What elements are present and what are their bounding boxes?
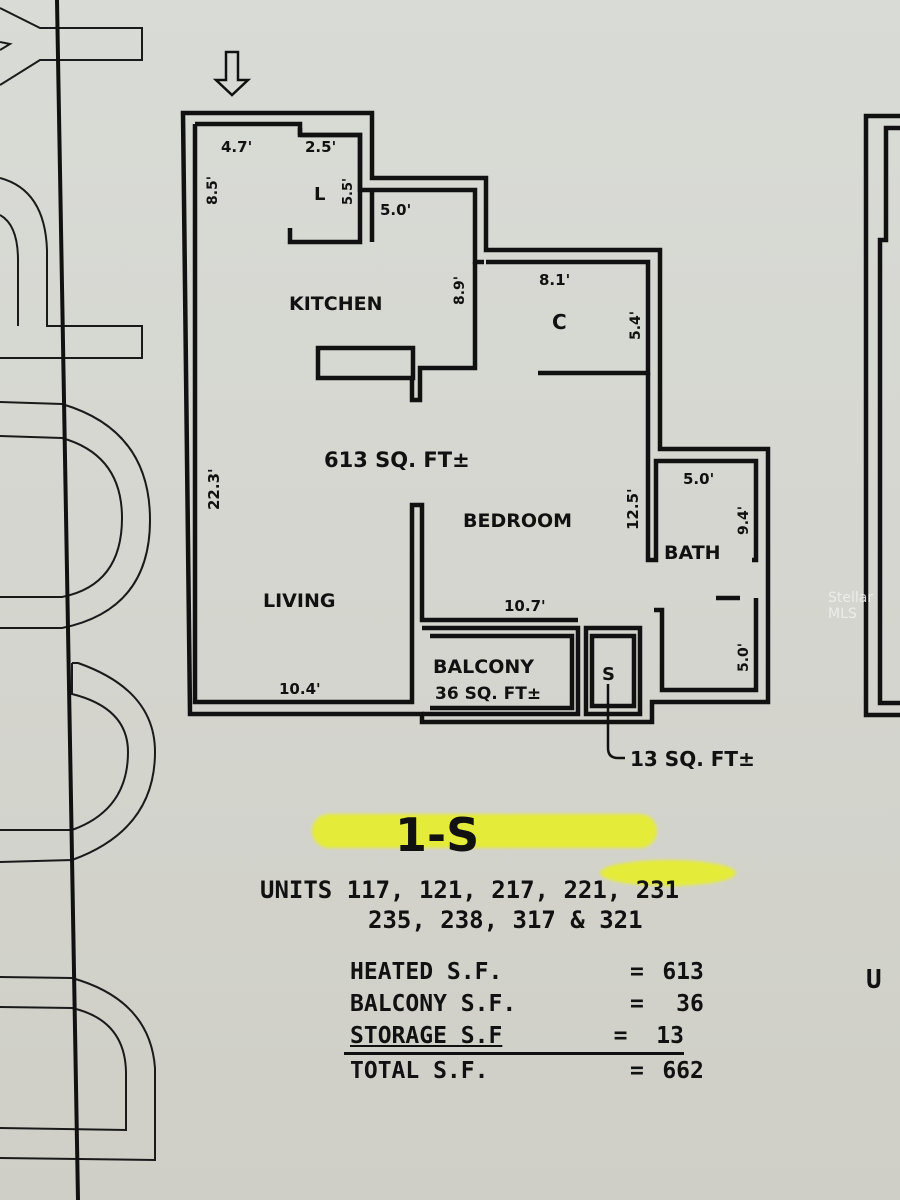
units-line-2: 235, 238, 317 & 321 — [368, 906, 643, 934]
dim-bath-depth: 9.4' — [736, 506, 752, 535]
property-line — [55, 0, 80, 1200]
living-label: LIVING — [263, 590, 335, 612]
sf-row-heated: HEATED S.F. = 613 — [350, 959, 704, 985]
kitchen-label: KITCHEN — [289, 293, 382, 315]
unit-type-title: 1-S — [395, 808, 480, 862]
storage-area-label: 13 SQ. FT± — [630, 747, 755, 771]
units-label: UNITS — [260, 876, 333, 904]
dim-entry-width: 4.7' — [221, 138, 252, 156]
storage-leader-line — [606, 684, 625, 760]
units-line-1: 117, 121, 217, 221, 231 — [346, 876, 680, 904]
sf-row-storage: STORAGE S.F = 13 — [344, 1020, 684, 1055]
dim-closet-width: 8.1' — [539, 271, 570, 289]
dim-bath-width: 5.0' — [683, 470, 714, 488]
balcony-label: BALCONY — [433, 656, 534, 678]
dim-closet-depth: 5.4' — [628, 311, 644, 340]
dim-living-depth: 22.3' — [205, 468, 223, 510]
site-plan-linework — [0, 7, 157, 1162]
unit-walls — [180, 110, 771, 725]
dim-kitchen-width: 5.0' — [380, 201, 411, 219]
watermark: Stellar MLS — [828, 590, 874, 622]
square-footage-table: HEATED S.F. = 613 BALCONY S.F. = 36 STOR… — [344, 956, 704, 1087]
total-area-label: 613 SQ. FT± — [324, 448, 470, 472]
bath-label: BATH — [664, 542, 721, 564]
dim-living-width: 10.4' — [279, 680, 321, 698]
dim-entry-depth: 8.5' — [205, 176, 221, 205]
dim-vanity-depth: 5.0' — [736, 643, 752, 672]
laundry-label: L — [314, 184, 325, 205]
bedroom-label: BEDROOM — [463, 510, 572, 532]
dim-laundry-depth: 5.5' — [341, 178, 356, 205]
balcony-area-label: 36 SQ. FT± — [435, 684, 541, 704]
adjacent-unit-walls — [863, 113, 900, 718]
storage-label: S — [602, 664, 615, 685]
closet-label: C — [552, 310, 567, 334]
adjacent-unit-text-fragment: U — [866, 965, 882, 995]
dim-kitchen-depth: 8.9' — [452, 276, 468, 305]
highlighter-mark-unit-221 — [600, 860, 736, 886]
highlighter-mark-title — [312, 814, 657, 848]
unit-list: UNITS 117, 121, 217, 221, 231 235, 238, … — [260, 875, 679, 935]
sf-row-total: TOTAL S.F. = 662 — [350, 1058, 704, 1084]
dim-bedroom-width: 10.7' — [504, 597, 546, 615]
dim-bedroom-depth: 12.5' — [624, 488, 642, 530]
sf-row-balcony: BALCONY S.F. = 36 — [350, 991, 704, 1017]
dim-laundry-width: 2.5' — [305, 138, 336, 156]
entry-arrow-icon — [212, 50, 252, 97]
